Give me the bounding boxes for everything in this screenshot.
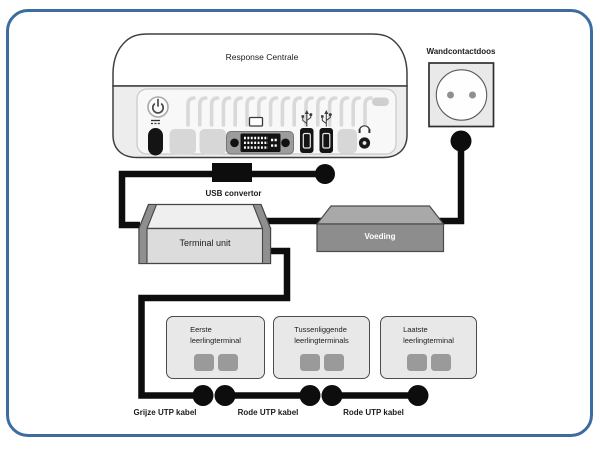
- terminal-box-laatste: Laatste leerlingterminal: [380, 316, 477, 379]
- utp-port: [217, 354, 238, 371]
- wandcontactdoos-label: Wandcontactdoos: [426, 46, 496, 56]
- dvi-port: [226, 131, 294, 155]
- blank-port: [169, 129, 196, 155]
- response-centrale-device: [112, 33, 408, 159]
- utp-port: [406, 354, 427, 371]
- usb-port-2: [319, 128, 333, 153]
- terminal-ports: [274, 354, 369, 371]
- utp-port: [193, 354, 214, 371]
- dc-power-icon: [151, 119, 160, 125]
- rode-utp-kabel-label-1: Rode UTP kabel: [237, 407, 299, 417]
- vent-grille: [186, 96, 373, 127]
- display-icon: [248, 116, 264, 127]
- socket-pin-hole: [469, 91, 476, 99]
- voeding-label: Voeding: [364, 232, 396, 241]
- usb-plug-connector: [315, 164, 335, 184]
- terminal-label: Tussenliggende leerlingterminals: [294, 325, 349, 347]
- usb-convertor-box: [212, 163, 252, 182]
- usb-port-1: [300, 128, 314, 153]
- terminal-box-eerste: Eerste leerlingterminal: [166, 316, 265, 379]
- response-centrale-label: Response Centrale: [225, 51, 299, 62]
- page-frame-border: [6, 9, 593, 437]
- grijze-utp-kabel-label: Grijze UTP kabel: [133, 407, 197, 417]
- terminal-label-line: Eerste: [190, 325, 212, 334]
- rode-utp-kabel-label-2: Rode UTP kabel: [343, 407, 404, 417]
- terminal-unit-label: Terminal unit: [179, 238, 231, 248]
- utp-plug-connector: [214, 385, 236, 406]
- wall-socket: [428, 62, 495, 128]
- utp-plug-connector: [299, 385, 321, 406]
- wall-plug-connector: [450, 130, 472, 152]
- blank-port: [199, 129, 226, 155]
- utp-port: [323, 354, 344, 371]
- terminal-label-line: leerlingterminals: [294, 335, 349, 345]
- terminal-label-line: leerlingterminal: [190, 335, 241, 345]
- power-cable: [436, 141, 465, 225]
- power-inlet-port: [148, 128, 163, 156]
- voeding-device: [315, 205, 445, 253]
- terminal-label-line: Tussenliggende: [294, 325, 347, 334]
- terminal-label-line: leerlingterminal: [403, 335, 454, 345]
- terminal-label: Laatste leerlingterminal: [403, 325, 454, 347]
- grijze-utp-kabel-cable: [138, 247, 291, 399]
- utp-plug-connector: [407, 385, 429, 406]
- usb-icon: [321, 110, 332, 127]
- terminal-label-line: Laatste: [403, 325, 428, 334]
- utp-plug-connector: [192, 385, 214, 406]
- terminal-unit-device: [138, 203, 272, 265]
- blank-port: [337, 129, 357, 154]
- utp-plug-connector: [321, 385, 343, 406]
- usb-convertor-label: USB convertor: [205, 188, 262, 198]
- device-top-face: [112, 33, 408, 87]
- security-slot: [372, 97, 389, 106]
- power-button-icon: [147, 96, 169, 118]
- terminal-box-tussenliggende: Tussenliggende leerlingterminals: [273, 316, 370, 379]
- cables-layer: [118, 130, 472, 406]
- socket-pin-hole: [447, 91, 454, 99]
- terminal-ports: [381, 354, 476, 371]
- utp-port: [299, 354, 320, 371]
- headphones-icon: [358, 125, 371, 133]
- usb-icon: [301, 110, 313, 127]
- terminal-label: Eerste leerlingterminal: [190, 325, 241, 347]
- utp-port: [430, 354, 451, 371]
- terminal-ports: [167, 354, 264, 371]
- headphone-jack: [358, 137, 371, 149]
